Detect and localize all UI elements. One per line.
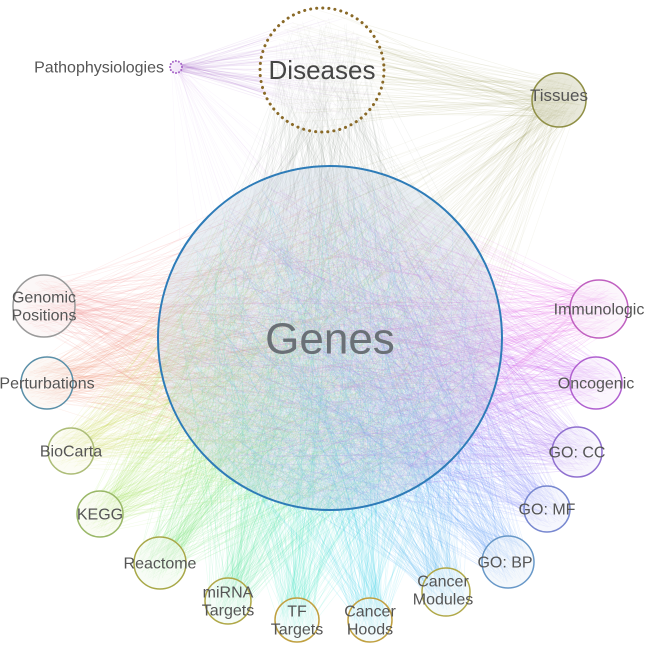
node-circle-go-bp[interactable] bbox=[481, 535, 535, 589]
node-label-perturbations: Perturbations bbox=[0, 376, 95, 393]
node-circle-diseases[interactable] bbox=[258, 6, 386, 134]
node-circle-tissues[interactable] bbox=[531, 72, 587, 128]
edge-fan-pathophysiologies-to-genes bbox=[171, 62, 493, 501]
edge-fan-pathophysiologies-to-diseases bbox=[171, 17, 382, 118]
node-circle-biocarta[interactable] bbox=[47, 427, 95, 475]
node-pathophysiologies[interactable] bbox=[169, 60, 183, 74]
edge-fan-perturbations-to-genes bbox=[25, 173, 483, 496]
node-reactome[interactable] bbox=[133, 536, 187, 590]
node-circle-go-cc[interactable] bbox=[551, 426, 603, 478]
node-diseases[interactable] bbox=[258, 6, 386, 134]
node-layer bbox=[12, 6, 629, 643]
node-tissues[interactable] bbox=[531, 72, 587, 128]
edge-fan-oncogenic-to-genes bbox=[174, 176, 618, 504]
node-perturbations[interactable] bbox=[20, 356, 74, 410]
edge-fan-tf-targets-to-genes bbox=[172, 185, 488, 639]
node-label-go-cc: GO: CC bbox=[549, 445, 606, 462]
node-circle-immunologic[interactable] bbox=[569, 279, 629, 339]
edge-fan-tissues-to-diseases bbox=[266, 10, 581, 129]
node-label-go-bp: GO: BP bbox=[477, 555, 532, 572]
edge-fan-reactome-to-genes bbox=[138, 182, 489, 585]
edge-fan-immunologic-to-genes bbox=[168, 177, 623, 501]
node-oncogenic[interactable] bbox=[569, 356, 623, 410]
node-go-bp[interactable] bbox=[481, 535, 535, 589]
node-label-oncogenic: Oncogenic bbox=[558, 376, 635, 393]
edge-fan-genomic-positions-to-genes bbox=[19, 176, 494, 502]
node-genomic-positions[interactable] bbox=[12, 274, 76, 338]
node-circle-genes[interactable] bbox=[157, 165, 503, 511]
edge-fan-go-bp-to-genes bbox=[175, 174, 529, 584]
node-circle-tf-targets[interactable] bbox=[274, 597, 320, 643]
edge-fan-go-cc-to-genes bbox=[173, 182, 598, 496]
node-circle-oncogenic[interactable] bbox=[569, 356, 623, 410]
node-circle-cancer-hoods[interactable] bbox=[347, 597, 393, 643]
edge-fan-cancer-modules-to-genes bbox=[170, 175, 490, 612]
node-go-mf[interactable] bbox=[523, 485, 571, 533]
node-biocarta[interactable] bbox=[47, 427, 95, 475]
node-label-kegg: KEGG bbox=[77, 507, 123, 524]
node-circle-perturbations[interactable] bbox=[20, 356, 74, 410]
node-label-go-mf: GO: MF bbox=[519, 502, 576, 519]
edge-fan-tissues-to-genes bbox=[163, 78, 582, 505]
node-circle-go-mf[interactable] bbox=[523, 485, 571, 533]
node-cancer-hoods[interactable] bbox=[347, 597, 393, 643]
node-mirna-targets[interactable] bbox=[204, 577, 252, 625]
node-go-cc[interactable] bbox=[551, 426, 603, 478]
edge-fan-diseases-to-genes bbox=[174, 18, 485, 497]
node-circle-genomic-positions[interactable] bbox=[12, 274, 76, 338]
node-kegg[interactable] bbox=[76, 490, 124, 538]
node-label-reactome: Reactome bbox=[124, 556, 197, 573]
node-cancer-modules[interactable] bbox=[421, 567, 471, 617]
node-label-immunologic: Immunologic bbox=[554, 302, 645, 319]
node-label-biocarta: BioCarta bbox=[40, 444, 102, 461]
node-circle-cancer-modules[interactable] bbox=[421, 567, 471, 617]
node-genes[interactable] bbox=[157, 165, 503, 511]
edge-layer bbox=[19, 10, 623, 639]
node-circle-pathophysiologies[interactable] bbox=[169, 60, 183, 74]
node-label-pathophysiologies: Pathophysiologies bbox=[34, 60, 164, 77]
node-tf-targets[interactable] bbox=[274, 597, 320, 643]
edge-fan-go-mf-to-genes bbox=[179, 173, 567, 528]
node-immunologic[interactable] bbox=[569, 279, 629, 339]
node-circle-kegg[interactable] bbox=[76, 490, 124, 538]
node-label-diseases: Diseases bbox=[269, 55, 376, 85]
node-label-tissues: Tissues bbox=[530, 86, 588, 105]
node-label-genes: Genes bbox=[265, 314, 395, 363]
node-circle-reactome[interactable] bbox=[133, 536, 187, 590]
edge-fan-kegg-to-genes bbox=[80, 173, 487, 534]
node-circle-mirna-targets[interactable] bbox=[204, 577, 252, 625]
edge-fan-cancer-hoods-to-genes bbox=[168, 175, 494, 637]
